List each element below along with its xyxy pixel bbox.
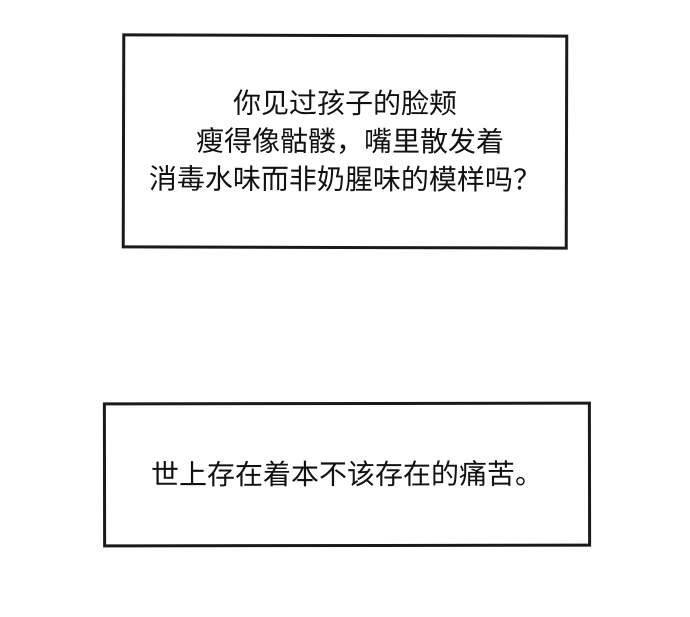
caption-box-1: 你见过孩子的脸颊 瘦得像骷髅，嘴里散发着 消毒水味而非奶腥味的模样吗？	[121, 33, 569, 250]
caption-1-line-1: 你见过孩子的脸颊	[233, 86, 458, 120]
caption-2-line-1: 世上存在着本不该存在的痛苦。	[150, 457, 544, 491]
caption-1-line-2: 瘦得像骷髅，嘴里散发着	[195, 124, 505, 158]
caption-box-2: 世上存在着本不该存在的痛苦。	[102, 401, 592, 548]
caption-1-line-3: 消毒水味而非奶腥味的模样吗？	[148, 161, 541, 197]
